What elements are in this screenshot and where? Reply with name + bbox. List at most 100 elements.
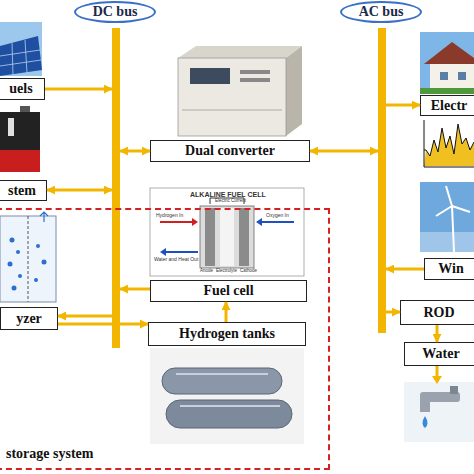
hydrogen-tank-picture-part <box>180 405 280 407</box>
water-tap-picture <box>404 382 474 442</box>
pv-panel-picture-part <box>0 36 42 76</box>
power-flow-arrow <box>310 150 378 153</box>
power-flow-arrow <box>58 323 148 326</box>
power-flow-arrow <box>436 325 439 342</box>
wind-turbine-picture-part <box>420 182 474 252</box>
water-tap-picture-part <box>450 386 458 394</box>
house-picture-part <box>420 88 474 94</box>
water-box: Water <box>404 342 474 366</box>
converter-box: Dual converter <box>150 140 310 162</box>
figure-label: Anode <box>200 269 213 274</box>
hydrogen-tank-picture-part <box>166 400 292 428</box>
battery-picture <box>0 106 40 172</box>
electrolyzer-picture-part <box>18 274 22 278</box>
figure-label: Electric Current <box>215 199 246 204</box>
electrolyzer-picture-part <box>40 212 48 222</box>
converter-picture-part <box>190 68 230 84</box>
figure-label: Hydrogen In <box>156 213 183 218</box>
hydrogen-tank-box: Hydrogen tanks <box>148 322 306 346</box>
node-text: Fuel cell <box>203 284 253 298</box>
hydrogen-tank-picture <box>150 348 304 444</box>
electrolyzer-picture-part <box>12 286 17 291</box>
rod-box: ROD <box>400 300 474 325</box>
node-text: ROD <box>423 306 454 320</box>
electrolyzer-picture-part <box>8 262 13 267</box>
water-tap-picture-part <box>404 382 474 442</box>
electrolyzer-picture <box>0 212 56 302</box>
load-profile-chart-part <box>424 120 425 167</box>
house-picture-part <box>440 72 448 80</box>
power-flow-arrow <box>386 104 420 107</box>
battery-picture-part <box>8 118 14 136</box>
converter-picture <box>178 46 302 136</box>
pv-panel-picture-part <box>0 60 41 66</box>
converter-picture-part <box>240 78 270 82</box>
fuel-cell-picture-part <box>162 251 198 253</box>
power-flow-arrow <box>386 268 424 271</box>
wind-label-box: Win <box>424 258 474 280</box>
house-picture <box>420 32 474 94</box>
pv-panel-picture-part <box>0 50 40 56</box>
fuel-cell-picture-part <box>160 221 196 223</box>
converter-picture-part <box>178 58 286 136</box>
load-profile-chart-part <box>424 167 474 168</box>
water-outlet-arrow-part <box>432 376 442 384</box>
fuel-cell-picture <box>150 188 304 276</box>
electrolyzer-picture-part <box>42 260 47 265</box>
battery-picture-part <box>0 150 40 172</box>
figure-label: Cathode <box>240 269 257 274</box>
wind-turbine-picture-part <box>452 206 454 252</box>
pv-panel-picture-part <box>12 43 13 75</box>
power-flow-arrow <box>47 189 112 192</box>
battery-label-box: stem <box>0 180 47 201</box>
fuel-cell-picture-part <box>200 206 254 268</box>
water-tap-picture-part <box>420 400 430 412</box>
fuel-cell-box: Fuel cell <box>150 280 307 302</box>
power-flow-arrow <box>120 150 150 153</box>
fuel-cell-picture-part <box>150 188 304 276</box>
fuel-cell-picture-part <box>160 248 166 256</box>
pv-label-box: uels <box>0 78 45 100</box>
node-text: Hydrogen tanks <box>179 327 275 341</box>
load-profile-chart-part <box>424 124 474 166</box>
power-flow-arrow <box>120 288 150 291</box>
house-picture-part <box>420 32 474 94</box>
figure-label: Oxygen In <box>266 213 289 218</box>
fuel-cell-picture-part <box>239 208 249 266</box>
fuel-cell-picture-part <box>192 218 198 226</box>
hydrogen-tank-picture-part <box>162 368 282 394</box>
fuel-cell-picture-part <box>205 208 215 266</box>
load-label-box: Electr <box>420 95 474 116</box>
electrolyzer-picture-part <box>16 250 20 254</box>
power-flow-arrow <box>386 311 400 314</box>
ac-bus: AC bus <box>378 28 386 333</box>
load-profile-chart-part <box>424 124 474 156</box>
figure-label: Electrolyte <box>216 269 237 274</box>
house-picture-part <box>458 72 466 80</box>
wind-turbine-picture <box>420 182 474 252</box>
node-text: Water <box>422 347 459 361</box>
figure-label: Water and Heat Out <box>154 257 198 262</box>
wind-turbine-picture-part <box>420 232 474 252</box>
battery-picture-part <box>20 106 30 112</box>
electrolyzer-picture-part <box>36 244 40 248</box>
node-text: Electr <box>431 99 468 113</box>
fuel-cell-picture-part <box>220 208 234 266</box>
converter-picture-part <box>182 110 282 111</box>
house-picture-part <box>424 42 474 64</box>
hydrogen-tank-picture-part <box>176 373 268 375</box>
water-outlet-arrow <box>432 366 442 384</box>
node-text: storage system <box>6 446 93 462</box>
fuel-cell-picture-part <box>258 221 294 223</box>
fuel-cell-picture-part <box>256 218 262 226</box>
node-text: DC bus <box>74 1 156 23</box>
power-flow-arrow <box>225 302 228 322</box>
power-flow-arrow <box>45 88 112 91</box>
wind-turbine-picture-part <box>436 186 470 216</box>
converter-picture-part <box>286 46 302 136</box>
node-text: Dual converter <box>185 144 275 158</box>
electrolyzer-picture-part <box>28 216 29 302</box>
